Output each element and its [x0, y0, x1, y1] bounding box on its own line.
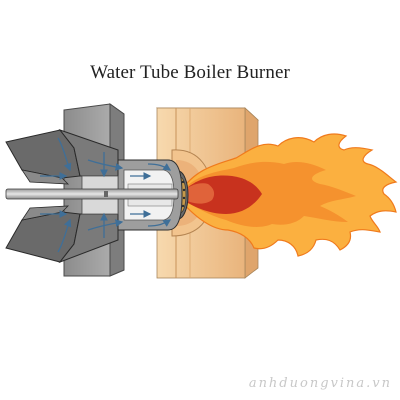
diagram-title: Water Tube Boiler Burner	[90, 62, 290, 83]
fuel-lance	[5, 188, 179, 200]
air-flow-arrows	[40, 137, 172, 253]
flame	[179, 133, 398, 257]
watermark-text: anhduongvina.vn	[248, 376, 392, 391]
swirl-vanes	[5, 128, 119, 264]
